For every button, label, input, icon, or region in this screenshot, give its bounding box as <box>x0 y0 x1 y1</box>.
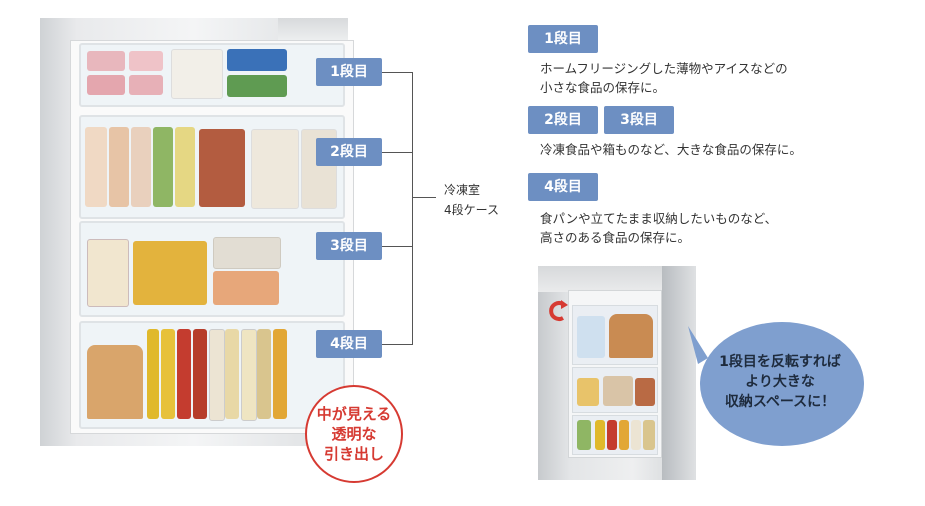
bracket-line <box>412 72 413 345</box>
food-container <box>227 75 287 97</box>
desc-tier1: ホームフリージングした薄物やアイスなどの 小さな食品の保存に。 <box>540 59 788 97</box>
leader-line <box>412 197 436 198</box>
tier-label-1: 1段目 <box>316 58 382 86</box>
food-bag <box>153 127 173 207</box>
food-container <box>227 49 287 71</box>
food-box <box>193 329 207 419</box>
small-freezer-cabinet <box>568 290 662 458</box>
food-package <box>87 75 125 95</box>
food-box <box>577 378 599 406</box>
desc-tag-tier3: 3段目 <box>604 106 674 134</box>
small-drawer-2 <box>572 367 658 413</box>
desc-tier4-line1: 食パンや立てたまま収納したいものなど、 <box>540 211 778 226</box>
mixed-vegetables-bag <box>133 241 207 305</box>
freezer-drawer-2 <box>79 115 345 219</box>
freezer-drawer-1 <box>79 43 345 107</box>
fridge-door-edge <box>278 18 348 41</box>
transparent-drawer-stamp: 中が見える 透明な 引き出し <box>305 385 403 483</box>
rotate-arrow-icon <box>549 300 568 321</box>
small-fridge-door <box>538 266 664 292</box>
desc-tag-tier1: 1段目 <box>528 25 598 53</box>
water-bottles <box>577 316 605 358</box>
tier-label-2: 2段目 <box>316 138 382 166</box>
leader-line <box>382 344 412 345</box>
food-package <box>171 49 223 99</box>
bubble-line2: より大きな <box>745 374 815 390</box>
food-box <box>161 329 175 419</box>
food-bag <box>109 127 129 207</box>
speech-bubble <box>688 322 864 446</box>
small-drawer-1 <box>572 305 658 365</box>
freezer-note: 冷凍室 4段ケース <box>444 180 499 220</box>
food-box <box>595 420 605 450</box>
freezer-photo <box>40 18 354 446</box>
food-bag <box>85 127 107 207</box>
desc-tag-tier2: 2段目 <box>528 106 598 134</box>
food-bag <box>175 127 195 207</box>
speech-bubble-body <box>700 322 864 446</box>
stamp-line3: 引き出し <box>323 445 384 463</box>
stamp-line2: 透明な <box>331 425 377 443</box>
speech-bubble-text: 1段目を反転すれば より大きな 収納スペースに！ <box>700 352 860 412</box>
ice-cream-tub <box>87 239 129 307</box>
food-bag <box>251 129 299 209</box>
bread <box>609 314 653 358</box>
leader-line <box>382 152 412 153</box>
food-package <box>87 51 125 71</box>
freezer-cabinet <box>70 40 354 434</box>
desc-tier4: 食パンや立てたまま収納したいものなど、 高さのある食品の保存に。 <box>540 209 777 247</box>
food-box <box>209 329 225 421</box>
tier-label-4: 4段目 <box>316 330 382 358</box>
bubble-line1: 1段目を反転すれば <box>719 354 841 370</box>
food-box <box>643 420 655 450</box>
food-box <box>199 129 245 207</box>
freezer-drawer-4 <box>79 321 345 429</box>
small-drawer-3 <box>572 415 658 455</box>
food-package <box>129 75 163 95</box>
small-fridge-side <box>662 266 696 480</box>
food-box <box>603 376 633 406</box>
leader-line <box>382 72 412 73</box>
small-freezer-photo <box>538 266 696 480</box>
food-box <box>619 420 629 450</box>
stamp-line1: 中が見える <box>316 405 392 423</box>
desc-tier23: 冷凍食品や箱ものなど、大きな食品の保存に。 <box>540 140 802 159</box>
tier-label-3: 3段目 <box>316 232 382 260</box>
desc-tag-tier4: 4段目 <box>528 173 598 201</box>
bubble-line3: 収納スペースに！ <box>724 394 836 410</box>
desc-tier1-line1: ホームフリージングした薄物やアイスなどの <box>540 61 788 76</box>
food-package <box>129 51 163 71</box>
food-box <box>635 378 655 406</box>
freezer-note-line1: 冷凍室 <box>444 183 481 197</box>
food-box <box>273 329 287 419</box>
food-box <box>147 329 159 419</box>
bread-loaf <box>87 345 143 419</box>
leader-line <box>382 246 412 247</box>
food-box <box>177 329 191 419</box>
desc-tier23-line1: 冷凍食品や箱ものなど、大きな食品の保存に。 <box>540 142 802 157</box>
desc-tier1-line2: 小さな食品の保存に。 <box>540 80 666 95</box>
food-container <box>213 271 279 305</box>
food-box <box>631 420 641 450</box>
food-box <box>577 420 591 450</box>
food-container <box>213 237 281 269</box>
food-box <box>257 329 271 419</box>
desc-tier4-line2: 高さのある食品の保存に。 <box>540 230 691 245</box>
freezer-drawer-3 <box>79 221 345 317</box>
freezer-note-line2: 4段ケース <box>444 203 500 217</box>
food-box <box>241 329 257 421</box>
food-bag <box>131 127 151 207</box>
food-box <box>607 420 617 450</box>
food-box <box>225 329 239 419</box>
speech-bubble-tail <box>688 326 708 364</box>
